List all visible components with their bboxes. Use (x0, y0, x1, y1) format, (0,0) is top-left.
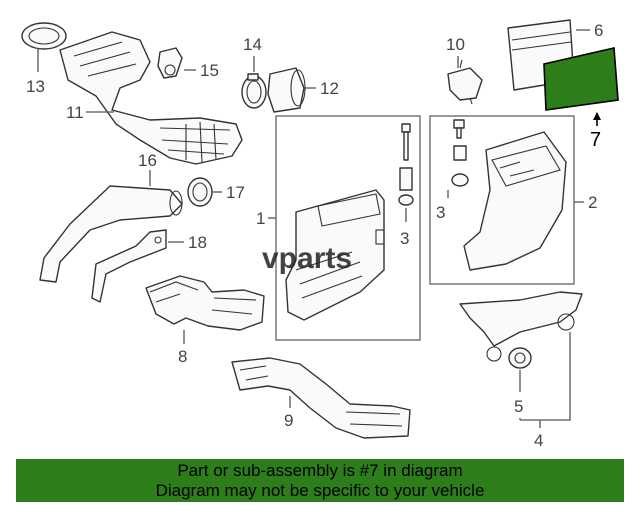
watermark-logo: vparts (262, 242, 352, 275)
callout-9: 9 (284, 411, 293, 430)
parts-diagram: 13 11 15 14 12 10 6 (21, 19, 619, 450)
banner-line-1: Part or sub-assembly is #7 in diagram (177, 461, 463, 480)
part-18-bracket[interactable] (91, 229, 167, 303)
assembly-box-1 (275, 115, 421, 341)
part-13-ring[interactable] (21, 22, 67, 50)
callout-7: 7 (590, 129, 601, 151)
part-12-sleeve[interactable] (267, 67, 306, 113)
part-15-sensor[interactable] (157, 47, 183, 79)
part-3-bolt-grommet-right[interactable] (451, 119, 469, 187)
callout-2: 2 (588, 193, 597, 212)
callout-1: 1 (256, 209, 265, 228)
callout-11: 11 (66, 103, 84, 122)
callout-10: 10 (446, 35, 465, 54)
part-5-bushing[interactable] (508, 347, 532, 369)
assembly-box-2 (429, 115, 575, 285)
banner-line-2: Diagram may not be specific to your vehi… (155, 481, 485, 500)
callout-12: 12 (320, 79, 339, 98)
part-3-bolt-grommet-left[interactable] (398, 123, 414, 206)
part-8-air-duct[interactable] (145, 275, 265, 331)
part-10-bracket[interactable] (447, 59, 483, 105)
callout-4: 4 (534, 431, 543, 450)
callout-6: 6 (594, 21, 603, 40)
part-9-lower-duct[interactable] (231, 357, 411, 439)
callout-16: 16 (138, 151, 157, 170)
part-17-gasket[interactable] (187, 177, 213, 207)
part-2-air-cleaner-cover[interactable] (463, 131, 567, 271)
part-14-clamp[interactable] (241, 73, 267, 109)
callout-15: 15 (200, 61, 219, 80)
callout-18: 18 (188, 233, 207, 252)
part-7-air-filter-highlighted[interactable] (543, 47, 619, 111)
callout-3-right: 3 (436, 203, 445, 222)
callout-3-left: 3 (400, 229, 409, 248)
callout-17: 17 (226, 183, 245, 202)
callout-13: 13 (26, 77, 45, 96)
callout-14: 14 (243, 35, 262, 54)
part-11-intake-duct[interactable] (59, 31, 243, 165)
part-16-intake-tube[interactable] (39, 185, 183, 283)
part-1-air-cleaner-housing[interactable] (285, 189, 385, 321)
callout-5: 5 (514, 397, 523, 416)
info-banner: Part or sub-assembly is #7 in diagram Di… (16, 459, 624, 502)
part-4-mount-bracket[interactable] (459, 291, 583, 362)
callout-8: 8 (178, 347, 187, 366)
